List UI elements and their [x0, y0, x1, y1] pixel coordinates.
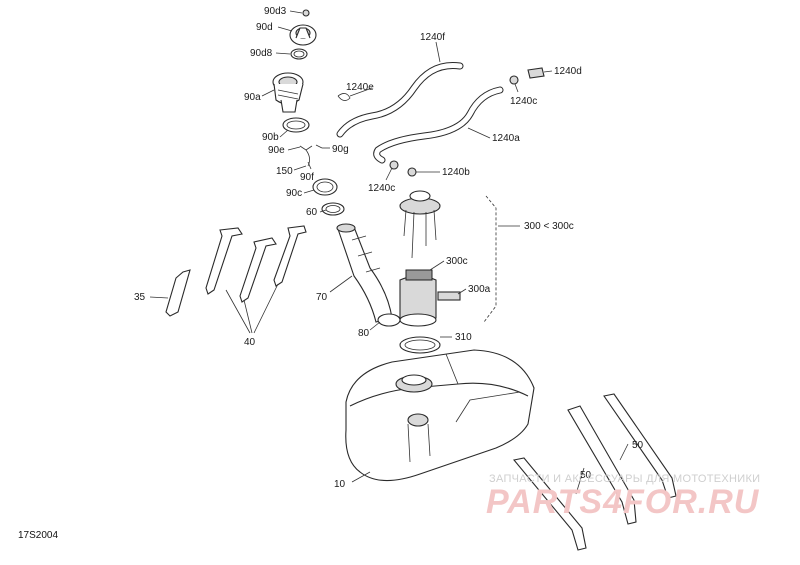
- part-90e: [299, 145, 313, 151]
- part-90d3: [302, 9, 310, 17]
- callout-40: 40: [244, 337, 256, 348]
- callout-1240d: 1240d: [554, 66, 582, 77]
- watermark-tagline: ЗАПЧАСТИ И АКСЕССУАРЫ ДЛЯ МОТОТЕХНИКИ: [489, 473, 761, 485]
- part-50c: [603, 393, 677, 499]
- callout-50-b: 50: [632, 440, 644, 451]
- callout-90f: 90f: [300, 172, 314, 183]
- part-50b: [567, 405, 637, 525]
- callout-50-a: 50: [580, 470, 592, 481]
- tank-straps-left: [165, 225, 307, 317]
- callout-60: 60: [306, 207, 318, 218]
- callout-1240e: 1240e: [346, 82, 374, 93]
- tank-straps-right: [512, 393, 677, 551]
- callout-90a: 90a: [244, 92, 261, 103]
- callout-310: 310: [455, 332, 472, 343]
- part-90a: [272, 72, 304, 113]
- part-40a: [205, 227, 243, 295]
- fuel-pump-module: [399, 190, 497, 327]
- callout-300a: 300a: [468, 284, 491, 295]
- document-id: 17S2004: [18, 530, 59, 541]
- part-1240d: [527, 67, 545, 79]
- watermark-logo: PARTS4FOR.RU: [486, 483, 760, 521]
- callout-90b: 90b: [262, 132, 279, 143]
- part-310-lock-ring: [399, 336, 441, 354]
- callout-300c: 300c: [446, 256, 468, 267]
- callout-90g: 90g: [332, 144, 349, 155]
- part-80: [377, 313, 401, 327]
- callout-1240b: 1240b: [442, 167, 470, 178]
- part-40c: [273, 225, 307, 287]
- callout-150: 150: [276, 166, 293, 177]
- part-1240e: [337, 93, 351, 101]
- filler-cap-assembly: [272, 9, 401, 327]
- callout-90d: 90d: [256, 22, 273, 33]
- callout-90e: 90e: [268, 145, 285, 156]
- part-1240c-low: [389, 160, 399, 170]
- part-1240c-top: [509, 75, 519, 85]
- part-300c: [405, 269, 433, 281]
- callout-1240c-low: 1240c: [368, 183, 395, 194]
- callout-labels: 90d3 90d 90d8 90a 90b 90e 90g 90f 150 90…: [134, 6, 644, 490]
- callout-90c: 90c: [286, 188, 302, 199]
- part-1240b: [407, 167, 417, 177]
- part-35: [165, 269, 191, 317]
- callout-300: 300 < 300c: [524, 221, 574, 232]
- callout-1240a: 1240a: [492, 133, 520, 144]
- leader-lines: [149, 10, 629, 495]
- part-10-fuel-tank: [345, 349, 535, 482]
- part-300a: [437, 291, 461, 301]
- part-50a: [512, 457, 587, 551]
- part-1240f: [336, 61, 464, 138]
- callout-1240f: 1240f: [420, 32, 445, 43]
- callout-90d3: 90d3: [264, 6, 287, 17]
- vent-hose-assembly: [336, 61, 545, 177]
- callout-35: 35: [134, 292, 146, 303]
- callout-80: 80: [358, 328, 370, 339]
- part-40b: [239, 237, 277, 303]
- callout-90d8: 90d8: [250, 48, 273, 59]
- callout-70: 70: [316, 292, 328, 303]
- callout-10: 10: [334, 479, 346, 490]
- part-90g: [315, 144, 323, 149]
- part-90f: [305, 149, 310, 167]
- callout-1240c-top: 1240c: [510, 96, 537, 107]
- part-70-filler-hose: [336, 223, 393, 323]
